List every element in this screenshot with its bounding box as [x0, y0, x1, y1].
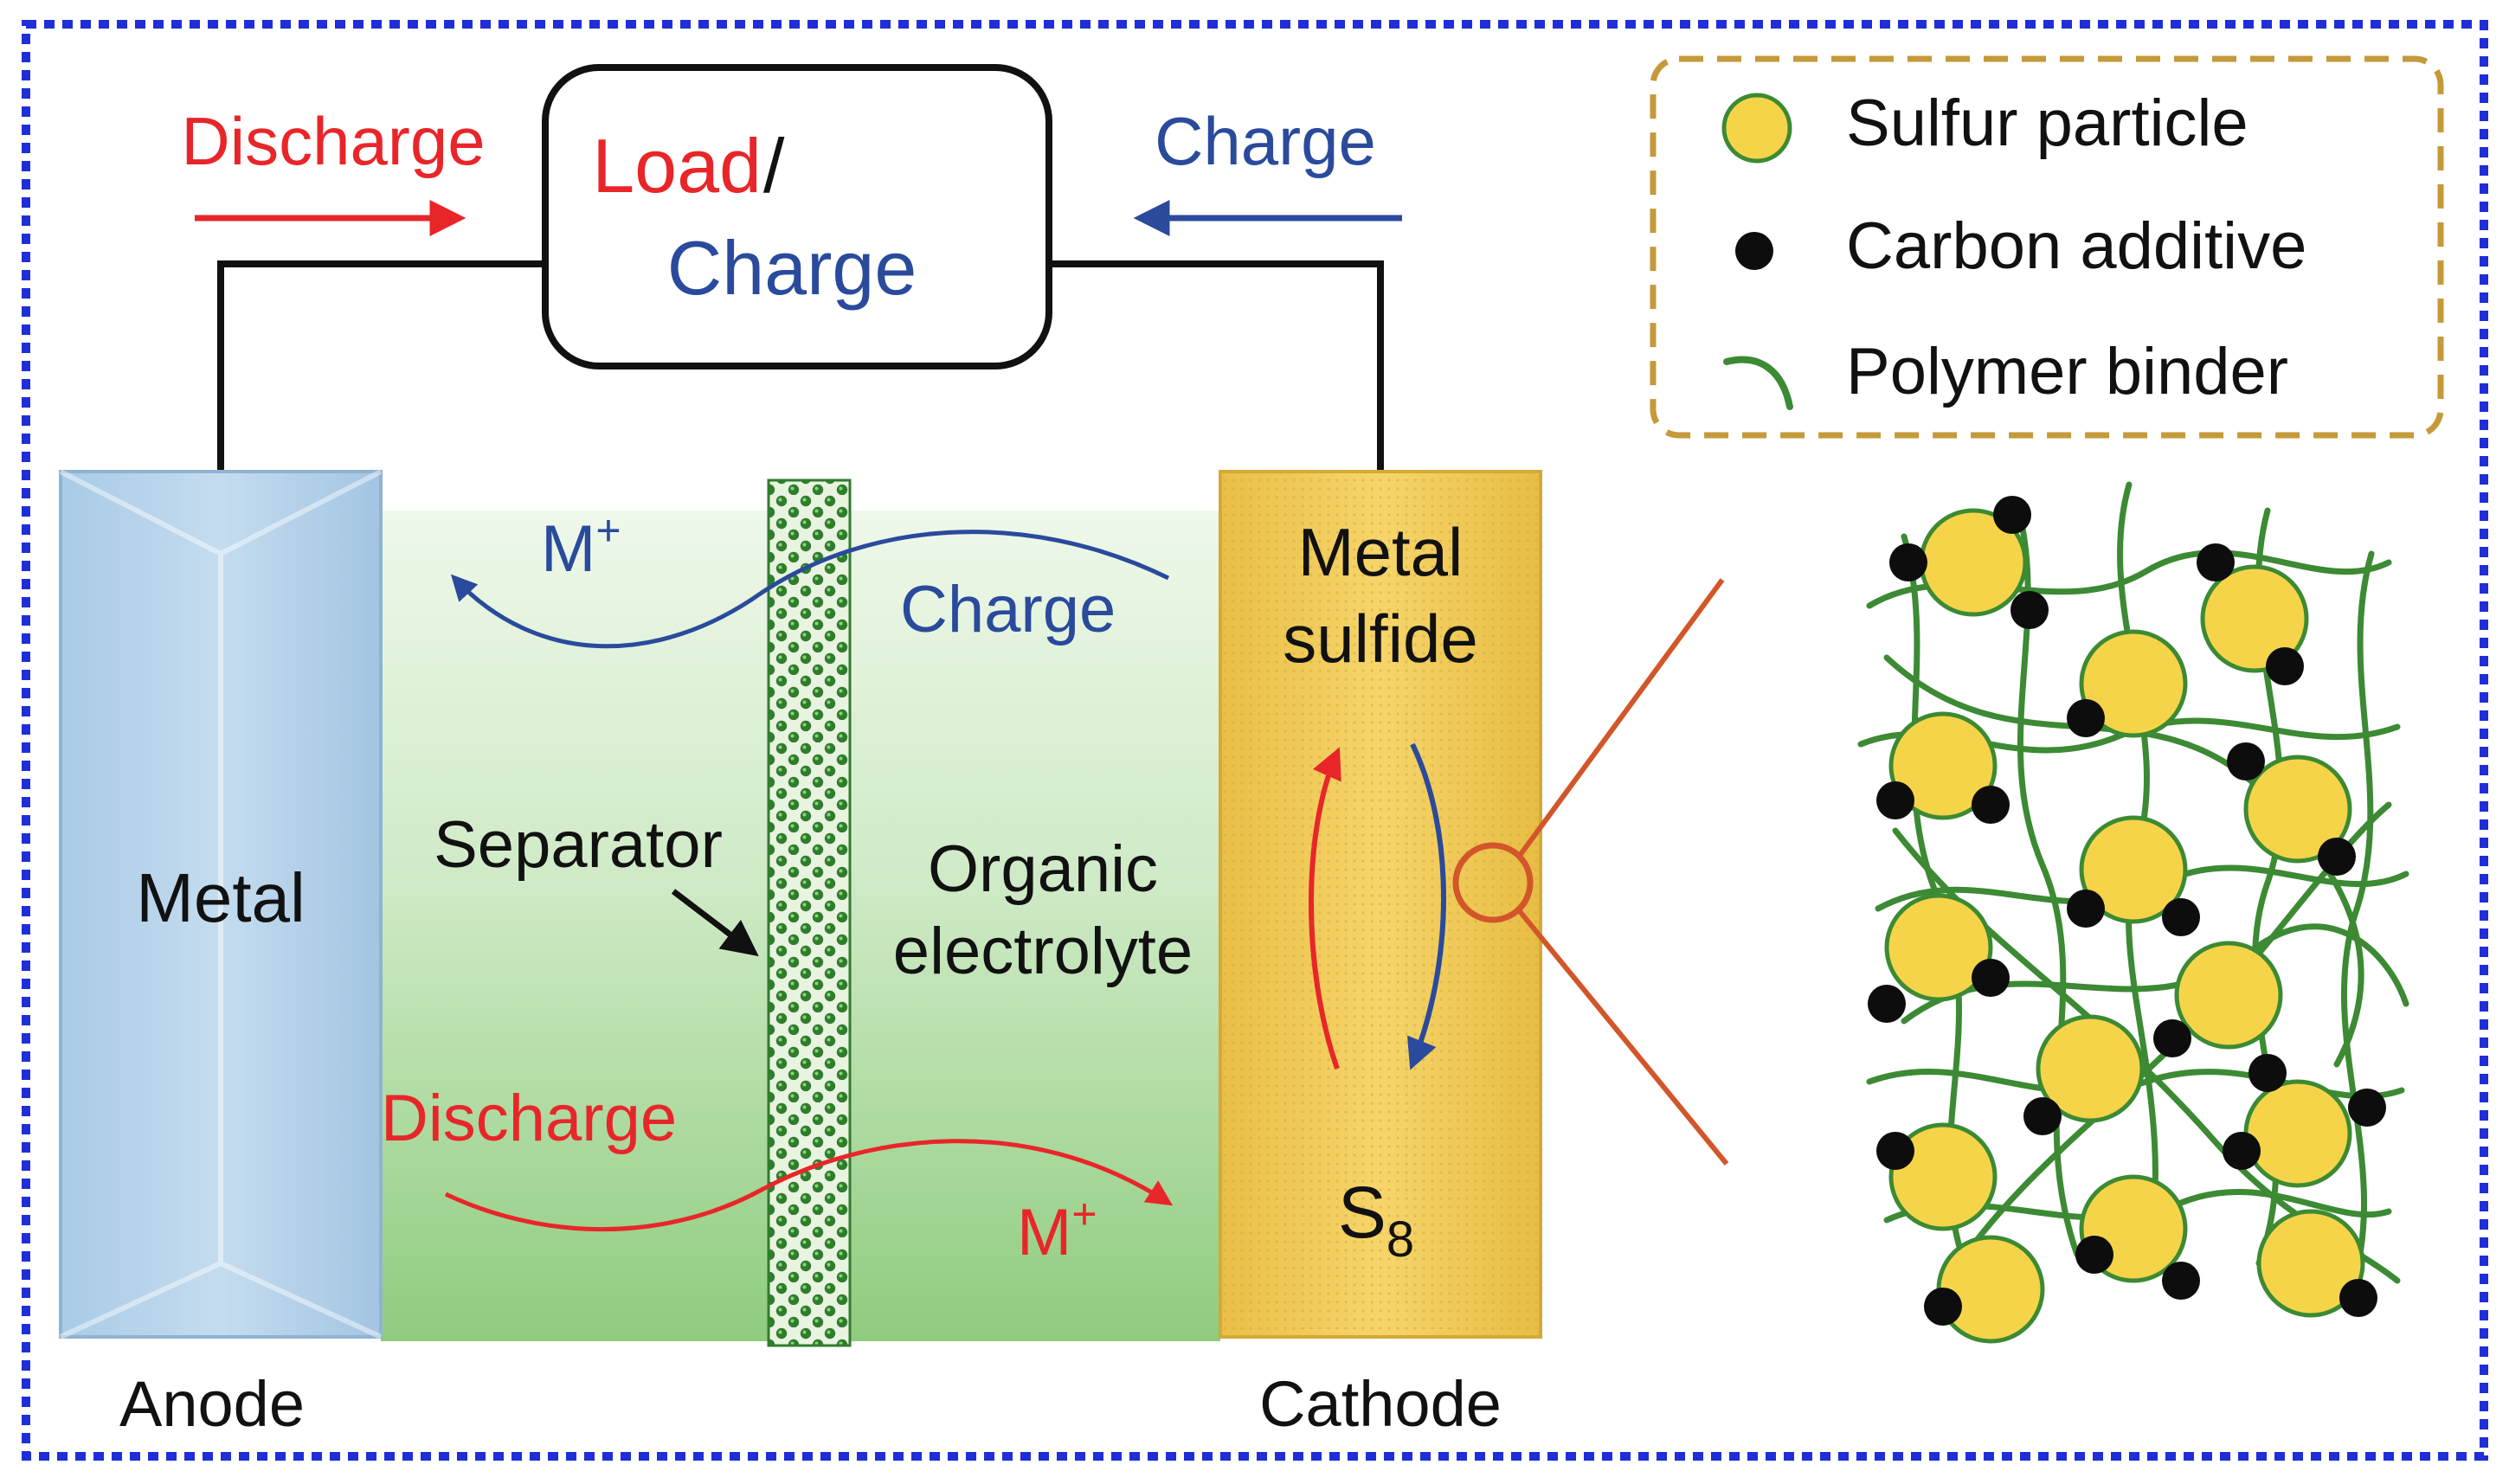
cathode-microstructure — [1857, 481, 2409, 1344]
anode-caption: Anode — [119, 1368, 305, 1440]
anode-label: Metal — [136, 859, 306, 936]
sulfur-particle-2 — [2079, 629, 2188, 738]
cathode-label-line1: Metal — [1298, 514, 1464, 590]
sulfur-particle-6 — [1884, 893, 1993, 1002]
separator-label: Separator — [434, 808, 723, 882]
anode: Metal Anode — [59, 469, 383, 1440]
carbon-particle-3 — [2197, 543, 2235, 581]
legend-carbon-icon — [1735, 232, 1773, 270]
sulfur-particle-5 — [2079, 815, 2188, 924]
legend-carbon-label: Carbon additive — [1846, 209, 2306, 283]
discharge-ion-label: M+ — [1017, 1190, 1097, 1269]
load-label: Load — [592, 123, 762, 209]
ion-flow: M+ Charge Discharge M+ Separator Organic… — [381, 506, 1193, 1269]
zoom-line-top — [1516, 578, 1725, 858]
discharge-circuit-label: Discharge — [181, 103, 485, 179]
cathode-texture — [1220, 472, 1541, 1337]
cathode-charge-arrow — [1406, 742, 1446, 1070]
carbon-particle-12 — [1868, 985, 1906, 1023]
carbon-particle-1 — [1993, 496, 2031, 534]
carbon-particle-8 — [2227, 742, 2265, 781]
cathode-label-line2: sulfide — [1283, 601, 1477, 677]
legend-sulfur-icon — [1721, 93, 1792, 164]
carbon-particle-13 — [1972, 959, 2010, 997]
carbon-particle-2 — [2010, 591, 2049, 629]
charge-circuit-label: Charge — [1155, 103, 1376, 179]
carbon-particle-7 — [1972, 786, 2010, 824]
carbon-particle-4 — [2266, 647, 2304, 685]
legend-binder-label: Polymer binder — [1846, 335, 2288, 408]
carbon-particle-0 — [1889, 543, 1927, 581]
sulfur-particle-10 — [2243, 1079, 2352, 1188]
sulfur-particle-12 — [1936, 1235, 2045, 1344]
anode-electrode — [59, 470, 383, 1339]
external-circuit: Load / Charge Discharge Charge — [181, 64, 1402, 472]
cathode-s8-label: S8 — [1338, 1172, 1414, 1268]
zoom-callout — [1452, 578, 1729, 1166]
legend-sulfur-label: Sulfur particle — [1846, 87, 2248, 160]
sulfur-particle-9 — [1888, 1122, 1998, 1231]
load-slash: / — [763, 123, 785, 209]
charge-ion-label: M+ — [541, 506, 621, 586]
load-charge-box — [542, 64, 1052, 369]
carbon-particle-23 — [2339, 1279, 2377, 1317]
cathode-discharge-arrow — [1309, 747, 1341, 1070]
carbon-particle-10 — [2162, 898, 2200, 936]
cathode-caption: Cathode — [1259, 1368, 1502, 1440]
carbon-particle-17 — [1876, 1132, 1914, 1170]
separator-pointer-arrow — [671, 889, 759, 957]
wire-left — [217, 260, 545, 472]
legend-box — [1650, 55, 2444, 439]
legend: Sulfur particle Carbon additive Polymer … — [1650, 55, 2444, 439]
sulfur-particle-7 — [2174, 941, 2283, 1050]
carbon-particle-21 — [2162, 1262, 2200, 1300]
carbon-particle-22 — [1924, 1288, 1962, 1326]
separator — [767, 479, 852, 1347]
carbon-particle-14 — [2153, 1019, 2191, 1057]
zoom-circle — [1452, 842, 1534, 923]
box-charge-label: Charge — [667, 225, 917, 311]
discharge-ion-path — [444, 1139, 1174, 1232]
carbon-particle-9 — [2318, 838, 2356, 876]
sulfur-particle-8 — [2036, 1014, 2145, 1123]
zoom-line-bottom — [1516, 909, 1729, 1166]
charge-cell-label: Charge — [900, 573, 1116, 646]
carbon-particle-5 — [2067, 699, 2105, 737]
charge-ion-path — [450, 530, 1170, 649]
wire-right — [1049, 260, 1384, 472]
carbon-particle-15 — [2248, 1054, 2287, 1092]
carbon-particle-11 — [2067, 890, 2105, 928]
anode-bevel — [59, 469, 383, 1339]
cathode: Metal sulfide S8 Cathode — [1219, 470, 1542, 1440]
carbon-particle-6 — [1876, 781, 1914, 819]
discharge-cell-label: Discharge — [381, 1082, 677, 1155]
electrolyte-label-line1: Organic — [928, 832, 1158, 906]
sulfur-particle-3 — [1888, 711, 1998, 820]
carbon-particle-18 — [2348, 1089, 2386, 1127]
sulfur-particle-13 — [2256, 1209, 2365, 1318]
electrolyte-label-line2: electrolyte — [893, 915, 1193, 988]
carbon-particle-20 — [2075, 1236, 2113, 1274]
carbon-particle-19 — [2223, 1132, 2261, 1170]
sulfur-particle-1 — [2200, 564, 2309, 673]
carbon-particle-16 — [2023, 1097, 2062, 1135]
sulfur-particle-4 — [2243, 755, 2352, 864]
legend-binder-icon — [1723, 356, 1793, 410]
